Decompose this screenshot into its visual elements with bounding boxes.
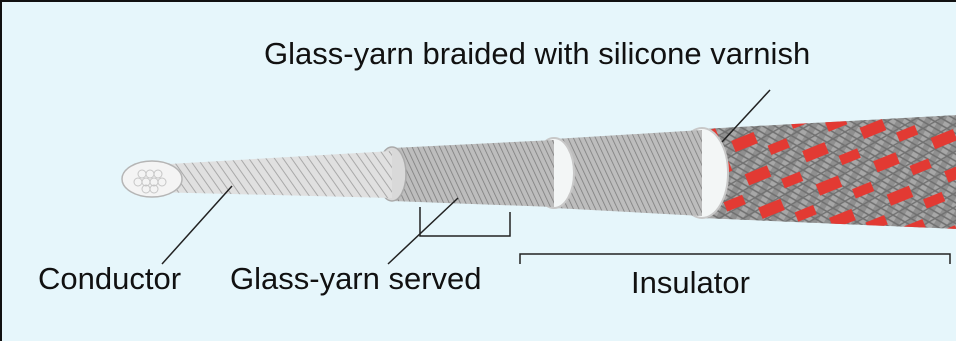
- label-served: Glass-yarn served: [230, 263, 482, 294]
- insulator-bracket: [520, 254, 950, 264]
- label-conductor: Conductor: [38, 263, 181, 294]
- label-insulator: Insulator: [631, 267, 750, 298]
- conductor-leader-line: [162, 186, 232, 264]
- served-leader-line: [388, 198, 458, 264]
- braided-jacket: [676, 115, 956, 229]
- served-layer-outer: [534, 130, 702, 216]
- served-layer-inner: [378, 140, 554, 207]
- conductor-wire: [122, 151, 392, 198]
- label-braided: Glass-yarn braided with silicone varnish: [264, 38, 810, 69]
